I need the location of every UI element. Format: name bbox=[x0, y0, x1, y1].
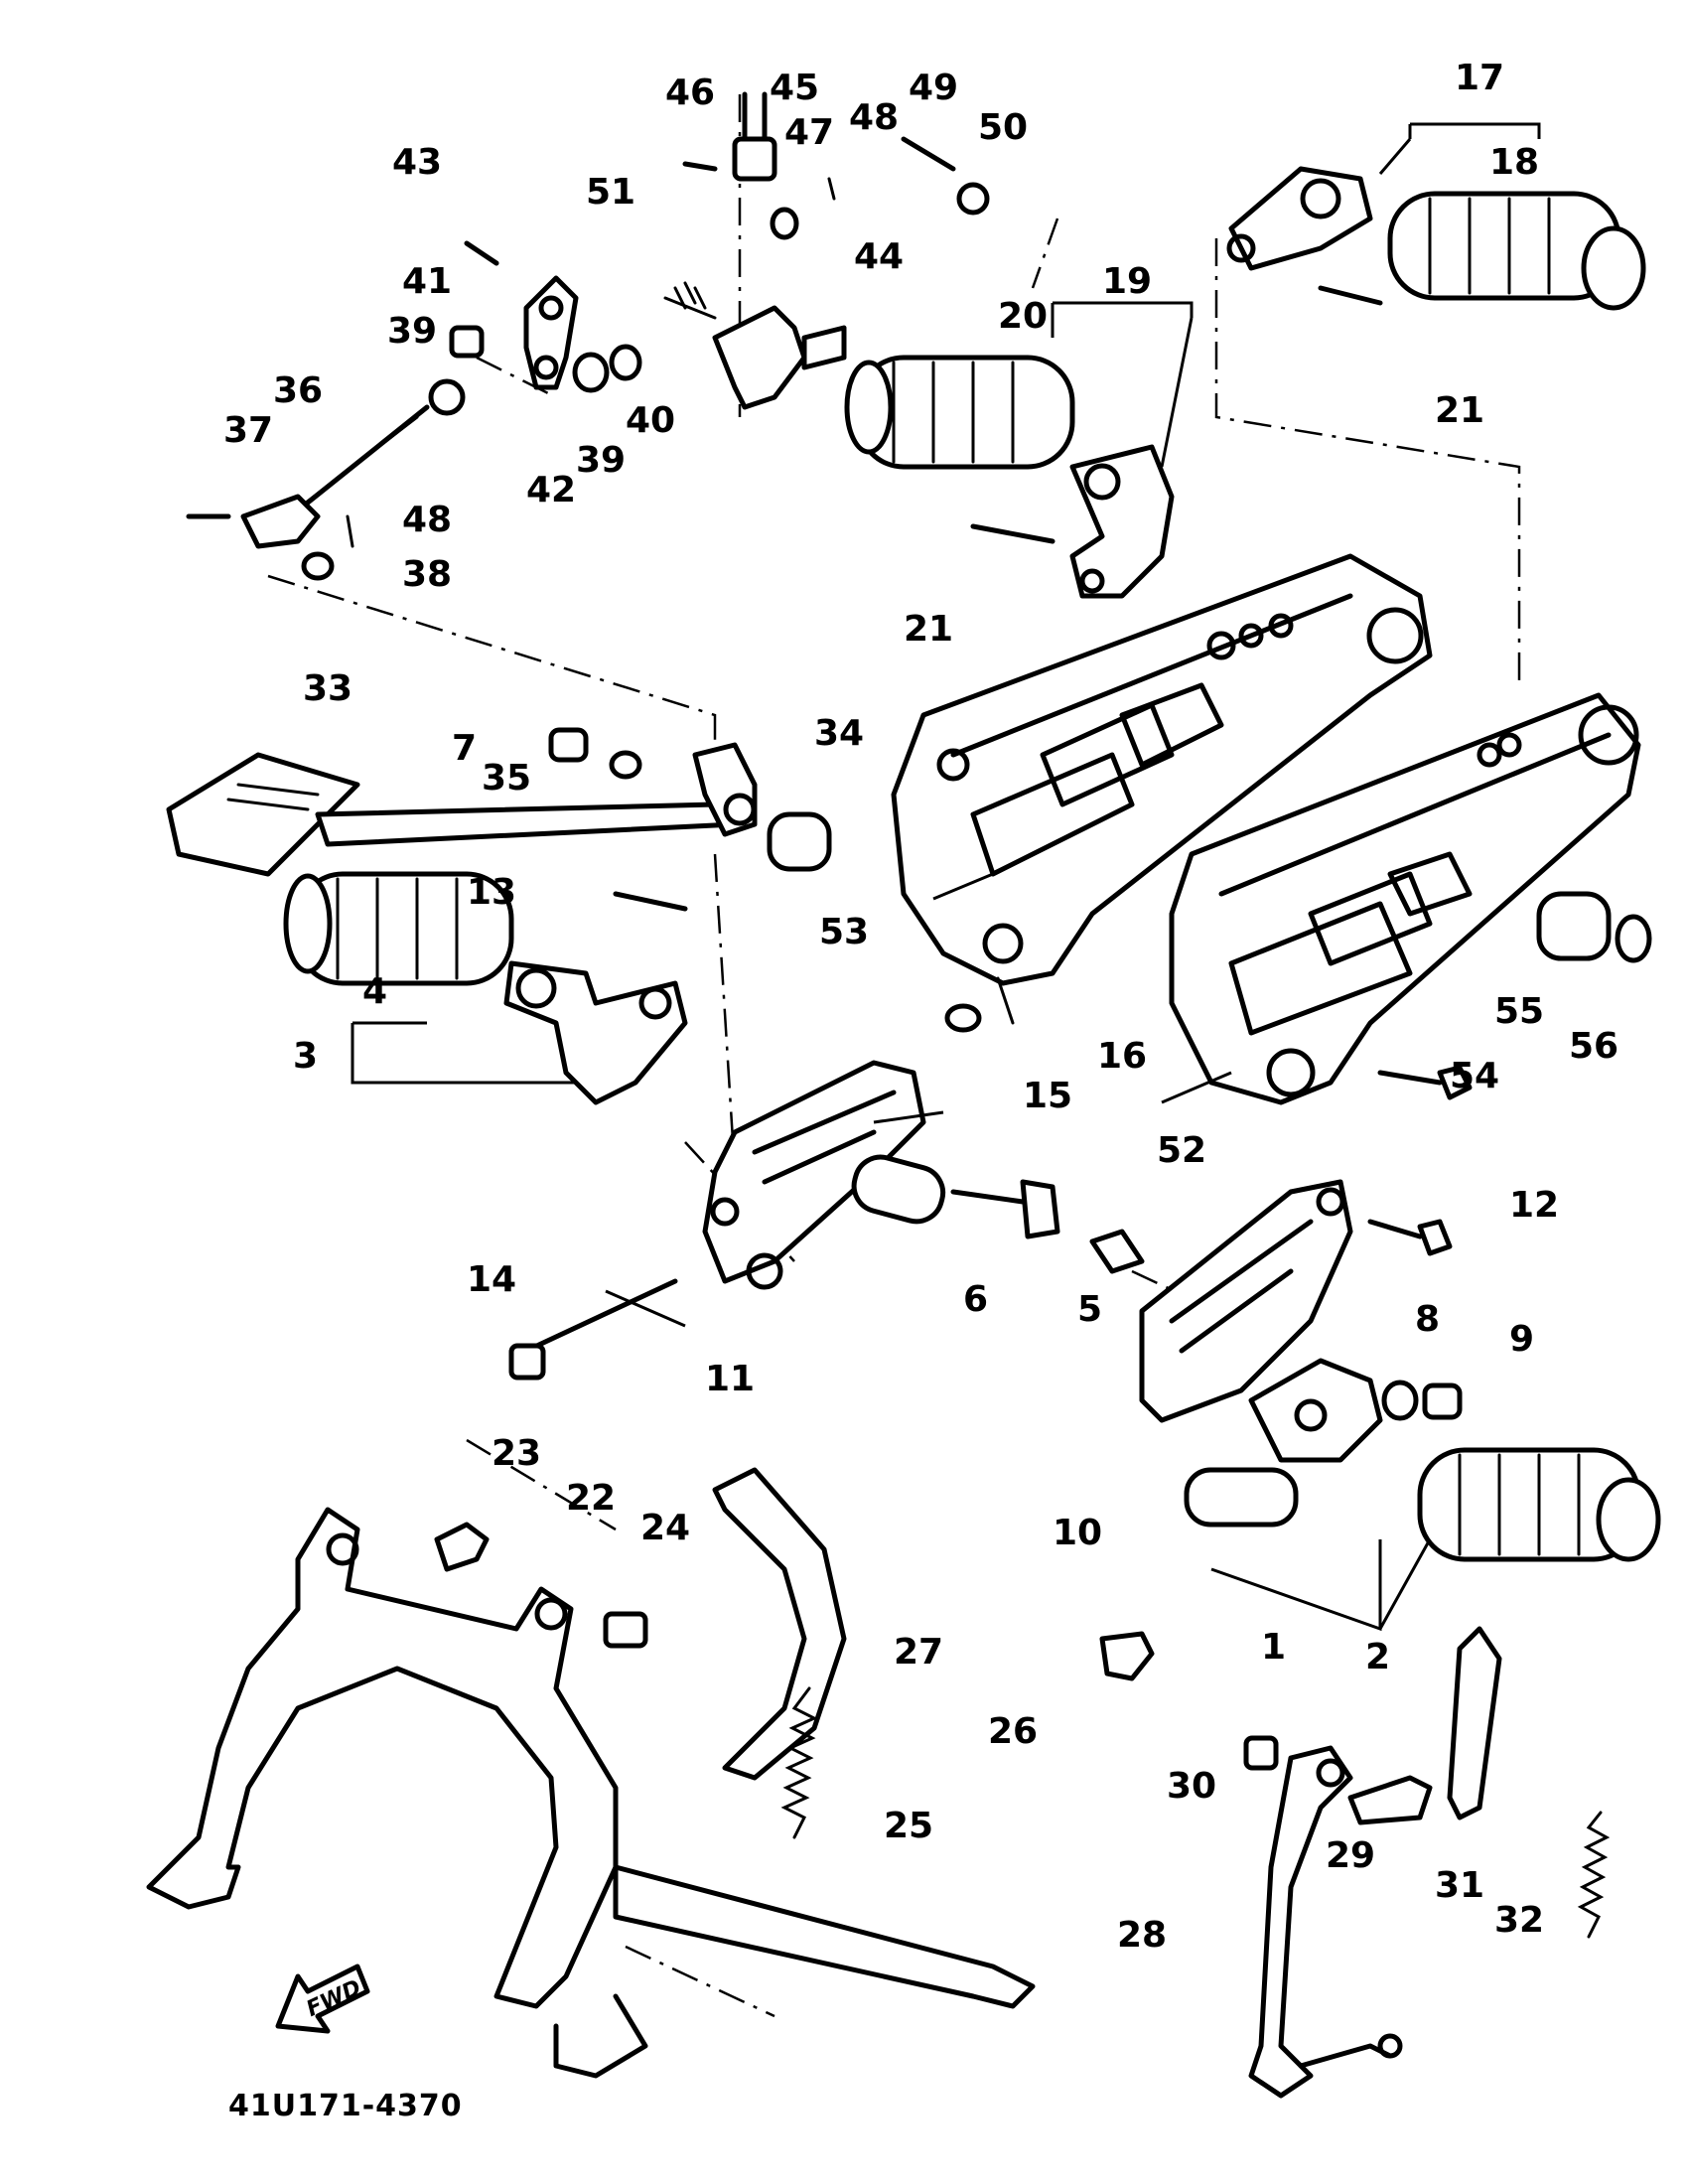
part-label-6: 6 bbox=[963, 1279, 988, 1320]
part-label-36: 36 bbox=[273, 370, 323, 411]
part-label-23: 23 bbox=[492, 1433, 541, 1474]
part-label-8: 8 bbox=[1415, 1299, 1440, 1340]
part-label-16: 16 bbox=[1097, 1036, 1147, 1077]
part-label-53: 53 bbox=[819, 912, 869, 952]
part-label-9: 9 bbox=[1509, 1319, 1534, 1360]
part-label-13: 13 bbox=[467, 872, 516, 913]
part-label-39b: 39 bbox=[576, 440, 626, 481]
drawing-code: 41U171-4370 bbox=[228, 2089, 463, 2123]
part-label-39a: 39 bbox=[387, 311, 437, 352]
left-footrest-bracket bbox=[1169, 692, 1641, 1105]
part-label-5: 5 bbox=[1077, 1289, 1102, 1330]
part-label-21a: 21 bbox=[1435, 390, 1484, 431]
front-right-footrest-holder bbox=[503, 960, 688, 1105]
right-footrest-bracket bbox=[891, 553, 1433, 986]
part-label-48a: 48 bbox=[849, 97, 899, 138]
front-left-footrest-rubber bbox=[1417, 1447, 1661, 1562]
part-label-30: 30 bbox=[1167, 1766, 1216, 1807]
part-label-54: 54 bbox=[1450, 1056, 1499, 1096]
part-label-42: 42 bbox=[526, 470, 576, 510]
side-stand bbox=[1248, 1745, 1403, 2099]
part-label-28: 28 bbox=[1117, 1915, 1167, 1956]
part-label-37: 37 bbox=[223, 410, 273, 451]
part-label-15: 15 bbox=[1023, 1076, 1072, 1116]
part-label-14: 14 bbox=[467, 1259, 516, 1300]
part-label-48b: 48 bbox=[402, 500, 452, 540]
part-label-31: 31 bbox=[1435, 1865, 1484, 1906]
part-label-18: 18 bbox=[1489, 142, 1539, 183]
part-label-25: 25 bbox=[884, 1806, 933, 1846]
part-label-22: 22 bbox=[566, 1478, 616, 1519]
part-label-11: 11 bbox=[705, 1359, 755, 1399]
part-label-34: 34 bbox=[814, 713, 864, 754]
part-label-43: 43 bbox=[392, 142, 442, 183]
rear-right-footrest-rubber bbox=[1387, 191, 1646, 311]
part-label-20: 20 bbox=[998, 296, 1048, 337]
leader-lines bbox=[351, 122, 1541, 1632]
part-label-49: 49 bbox=[909, 68, 958, 108]
part-label-33: 33 bbox=[303, 668, 352, 709]
part-label-24: 24 bbox=[640, 1508, 690, 1548]
part-label-35: 35 bbox=[482, 758, 531, 799]
rear-left-footrest-holder bbox=[1069, 444, 1175, 599]
part-label-29: 29 bbox=[1326, 1835, 1375, 1876]
part-label-55: 55 bbox=[1494, 991, 1544, 1032]
part-label-47: 47 bbox=[784, 112, 834, 153]
part-label-2: 2 bbox=[1365, 1637, 1390, 1677]
small-parts bbox=[186, 91, 1652, 1939]
part-label-21b: 21 bbox=[904, 609, 953, 650]
front-right-footrest-rubber bbox=[283, 871, 514, 986]
part-label-46: 46 bbox=[665, 73, 715, 113]
part-label-26: 26 bbox=[988, 1711, 1038, 1752]
rear-left-footrest-rubber bbox=[844, 355, 1075, 470]
part-label-10: 10 bbox=[1053, 1513, 1102, 1553]
part-label-41: 41 bbox=[402, 261, 452, 302]
part-label-52: 52 bbox=[1157, 1130, 1206, 1171]
part-label-38: 38 bbox=[402, 554, 452, 595]
part-label-17: 17 bbox=[1455, 58, 1504, 98]
fwd-arrow-icon: FWD bbox=[275, 1964, 370, 2034]
part-label-45: 45 bbox=[770, 68, 819, 108]
part-label-51: 51 bbox=[586, 172, 635, 213]
front-right-footrest-bracket bbox=[702, 1060, 946, 1290]
part-label-40: 40 bbox=[626, 400, 675, 441]
part-number-labels: 1 2 3 4 5 6 7 8 9 10 11 12 13 14 15 16 1… bbox=[223, 58, 1618, 1956]
part-label-12: 12 bbox=[1509, 1185, 1559, 1226]
shift-linkage bbox=[240, 275, 847, 549]
part-label-32: 32 bbox=[1494, 1900, 1544, 1941]
part-label-3: 3 bbox=[293, 1036, 318, 1077]
front-left-footrest-bracket bbox=[1139, 1179, 1383, 1463]
brake-pedal bbox=[166, 742, 758, 877]
part-label-4: 4 bbox=[362, 971, 387, 1012]
part-label-7: 7 bbox=[452, 728, 477, 769]
part-label-56: 56 bbox=[1569, 1026, 1618, 1067]
part-label-19: 19 bbox=[1102, 261, 1152, 302]
center-stand bbox=[146, 1507, 1036, 2079]
part-label-50: 50 bbox=[978, 107, 1028, 148]
part-label-1: 1 bbox=[1261, 1627, 1286, 1668]
part-label-44: 44 bbox=[854, 236, 904, 277]
part-label-27: 27 bbox=[894, 1632, 943, 1673]
rear-right-footrest-holder bbox=[1226, 166, 1373, 271]
assembly-center-lines bbox=[267, 94, 1521, 2018]
